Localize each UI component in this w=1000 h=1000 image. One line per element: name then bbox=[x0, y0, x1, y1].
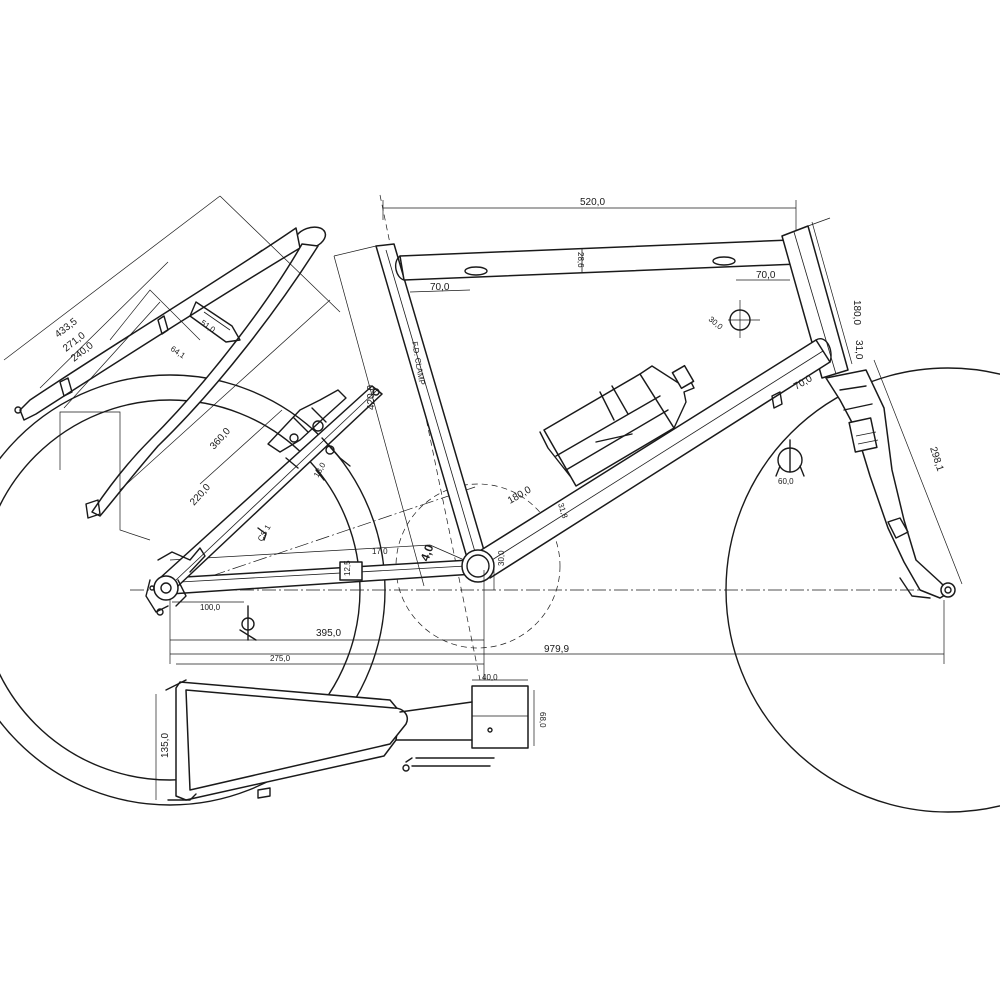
fork bbox=[825, 369, 956, 599]
dim-wheelbase: 979,9 bbox=[544, 644, 569, 655]
front-derailleur-mount bbox=[250, 388, 380, 540]
dim-bottle-boss: 30,0 bbox=[707, 315, 725, 332]
dim-top-tube-end-left: 70,0 bbox=[430, 282, 450, 293]
dim-seatstay-inner: 360,0 bbox=[208, 426, 233, 452]
dim-bb-angle: 4,0 bbox=[418, 542, 437, 563]
dim-top-tube: 520,0 bbox=[580, 197, 605, 208]
dim-top-tube-end-right: 70,0 bbox=[756, 270, 776, 281]
dim-rear-triangle-width: 275,0 bbox=[270, 654, 291, 663]
chainstay-detail bbox=[165, 679, 529, 801]
chainstay bbox=[167, 559, 475, 595]
dim-down-tube: 180,0 bbox=[506, 484, 534, 506]
top-tube bbox=[394, 239, 799, 281]
dimension-lines bbox=[3, 195, 963, 800]
note-cable-guide: CS 1 bbox=[256, 523, 273, 543]
rear-dropout bbox=[145, 547, 206, 616]
dim-seatstay-bridge: 51,0 bbox=[199, 318, 217, 334]
dim-dropout-offset: 100,0 bbox=[200, 603, 221, 612]
dim-bb-drop: 30,0 bbox=[497, 550, 506, 566]
dim-head-tube: 180,0 bbox=[851, 300, 862, 325]
bottom-bracket bbox=[461, 549, 495, 583]
dim-seat-tube: 420,0 bbox=[366, 385, 377, 410]
dim-rear-spacing: 135,0 bbox=[160, 733, 171, 758]
chainring bbox=[395, 483, 561, 649]
dim-chainstay-gap: 17,0 bbox=[372, 547, 388, 556]
seatstay-detail bbox=[14, 226, 327, 519]
dim-derailleur-tab: 13,0 bbox=[312, 461, 328, 479]
dim-chainstay: 395,0 bbox=[316, 628, 341, 639]
dim-bb-shell-width: 40,0 bbox=[482, 673, 498, 682]
dim-seatstay-offset: 64,1 bbox=[169, 344, 187, 360]
dim-head-offset: 31,0 bbox=[853, 340, 864, 360]
water-bottle bbox=[539, 364, 695, 487]
dim-fork-boss: 60,0 bbox=[778, 477, 794, 486]
dim-bb-shell-length: 68,0 bbox=[538, 712, 547, 728]
cable-guide-marks bbox=[239, 300, 805, 641]
head-tube bbox=[781, 225, 849, 379]
dim-seatstay-lower: 220,0 bbox=[188, 482, 213, 508]
dim-top-tube-diameter: 28,6 bbox=[576, 252, 585, 268]
dim-fork: 298,1 bbox=[927, 446, 945, 474]
dim-chainstay-width: 12,5 bbox=[343, 560, 352, 576]
